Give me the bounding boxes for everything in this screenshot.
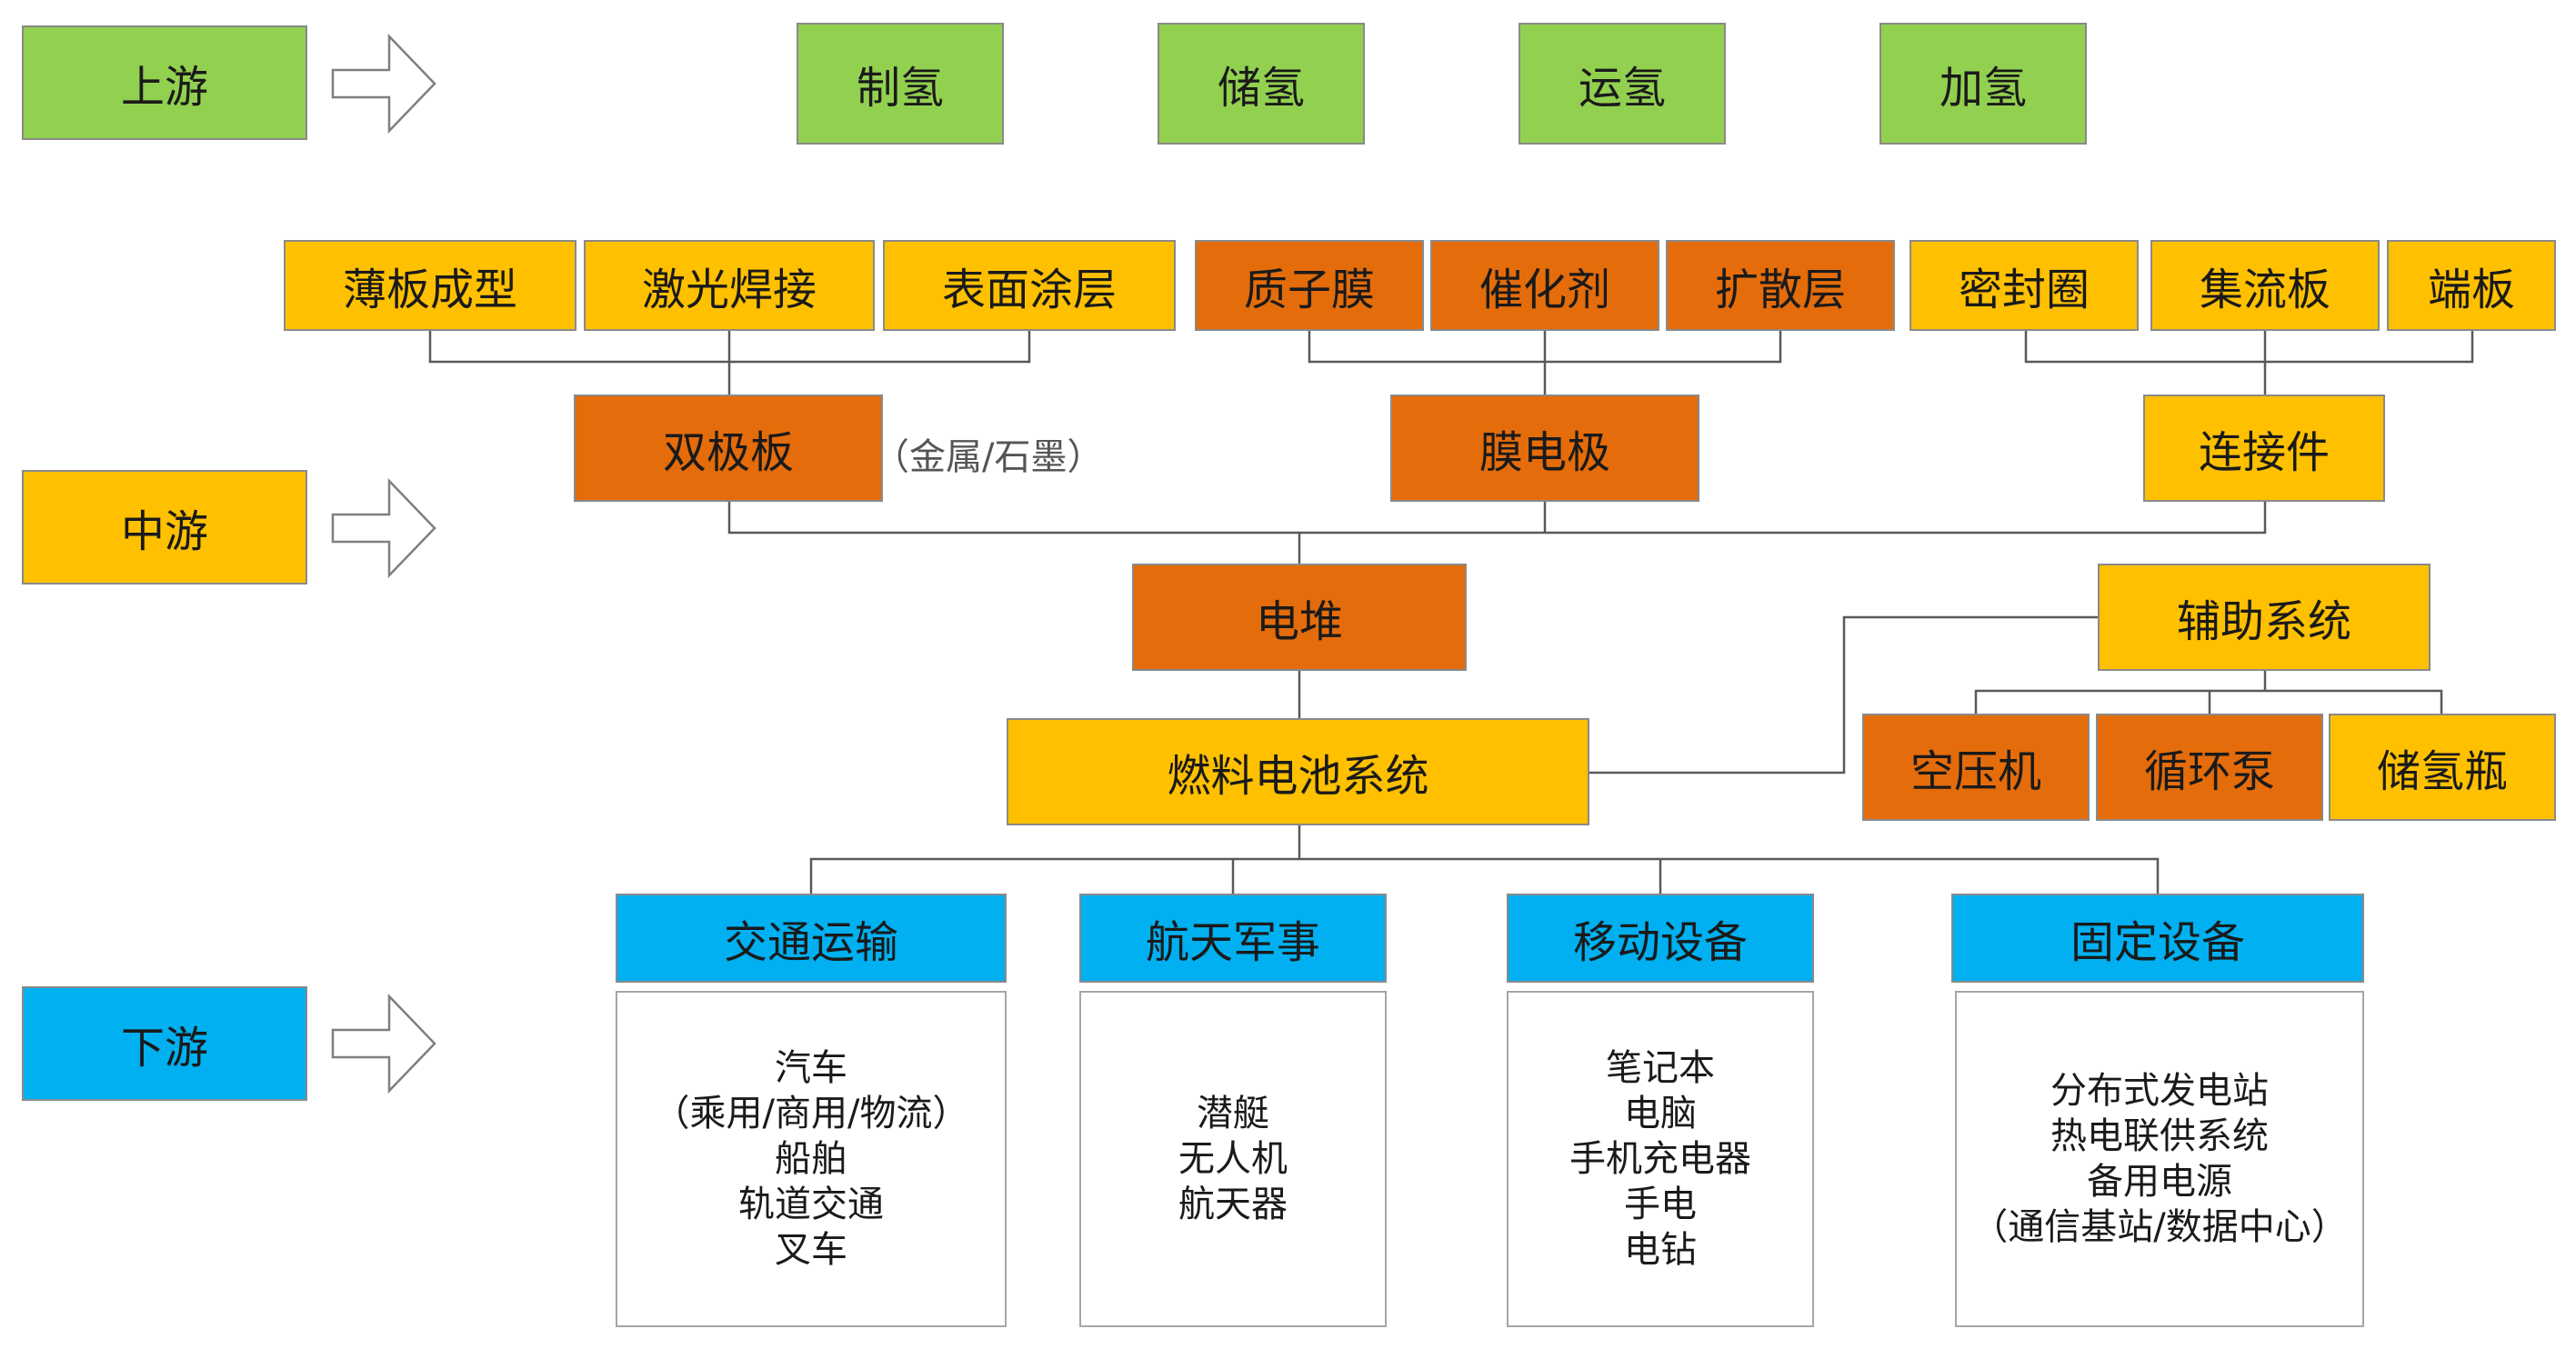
aux-part: 储氢瓶 (2329, 714, 2556, 821)
list-item: 航天器 (1178, 1184, 1288, 1225)
bipolar-part: 薄板成型 (284, 240, 576, 331)
upstream-item: 加氢 (1879, 23, 2087, 145)
list-item: 轨道交通 (738, 1184, 884, 1225)
mea: 膜电极 (1390, 395, 1699, 502)
downstream-detail-aerospace: 潜艇 无人机 航天器 (1079, 991, 1387, 1327)
aux-part: 空压机 (1862, 714, 2090, 821)
downstream-category: 交通运输 (616, 894, 1007, 983)
level-midstream: 中游 (22, 470, 307, 585)
mea-part: 质子膜 (1195, 240, 1424, 331)
downstream-category: 固定设备 (1951, 894, 2364, 983)
mea-part: 扩散层 (1666, 240, 1895, 331)
mea-part: 催化剂 (1430, 240, 1659, 331)
list-item: 手机充电器 (1569, 1138, 1751, 1180)
connector-part: 集流板 (2150, 240, 2380, 331)
downstream-detail-mobile: 笔记本 电脑 手机充电器 手电 电钻 (1507, 991, 1814, 1327)
fuel-cell-system: 燃料电池系统 (1007, 718, 1589, 825)
list-item: 分布式发电站 (2050, 1070, 2269, 1112)
list-item: 备用电源 (2087, 1161, 2232, 1203)
list-item: 船舶 (775, 1138, 847, 1180)
downstream-detail-transport: 汽车 （乘用/商用/物流） 船舶 轨道交通 叉车 (616, 991, 1007, 1327)
list-item: 电脑 (1624, 1093, 1697, 1134)
bipolar-part: 激光焊接 (584, 240, 875, 331)
list-item: 电钻 (1624, 1229, 1697, 1271)
upstream-item: 储氢 (1158, 23, 1365, 145)
list-item: （通信基站/数据中心） (1971, 1206, 2348, 1248)
auxiliary-system: 辅助系统 (2098, 564, 2431, 671)
bipolar-plate: 双极板 (574, 395, 883, 502)
list-item: 笔记本 (1606, 1047, 1715, 1089)
list-item: 叉车 (775, 1229, 847, 1271)
stack: 电堆 (1132, 564, 1467, 671)
connector-part: 端板 (2387, 240, 2556, 331)
upstream-arrow-icon (331, 33, 436, 135)
connector-part: 密封圈 (1909, 240, 2139, 331)
bipolar-note: （金属/石墨） (873, 436, 1104, 478)
connector: 连接件 (2143, 395, 2385, 502)
list-item: （乘用/商用/物流） (653, 1093, 969, 1134)
downstream-arrow-icon (331, 993, 436, 1094)
downstream-category: 移动设备 (1507, 894, 1814, 983)
list-item: 潜艇 (1197, 1093, 1269, 1134)
upstream-item: 运氢 (1519, 23, 1726, 145)
upstream-item: 制氢 (797, 23, 1004, 145)
level-downstream: 下游 (22, 986, 307, 1101)
bipolar-part: 表面涂层 (883, 240, 1176, 331)
downstream-category: 航天军事 (1079, 894, 1387, 983)
list-item: 热电联供系统 (2050, 1115, 2269, 1157)
level-upstream: 上游 (22, 25, 307, 140)
downstream-detail-stationary: 分布式发电站 热电联供系统 备用电源 （通信基站/数据中心） (1955, 991, 2364, 1327)
aux-part: 循环泵 (2096, 714, 2323, 821)
list-item: 手电 (1624, 1184, 1697, 1225)
midstream-arrow-icon (331, 477, 436, 579)
list-item: 无人机 (1178, 1138, 1288, 1180)
list-item: 汽车 (775, 1047, 847, 1089)
